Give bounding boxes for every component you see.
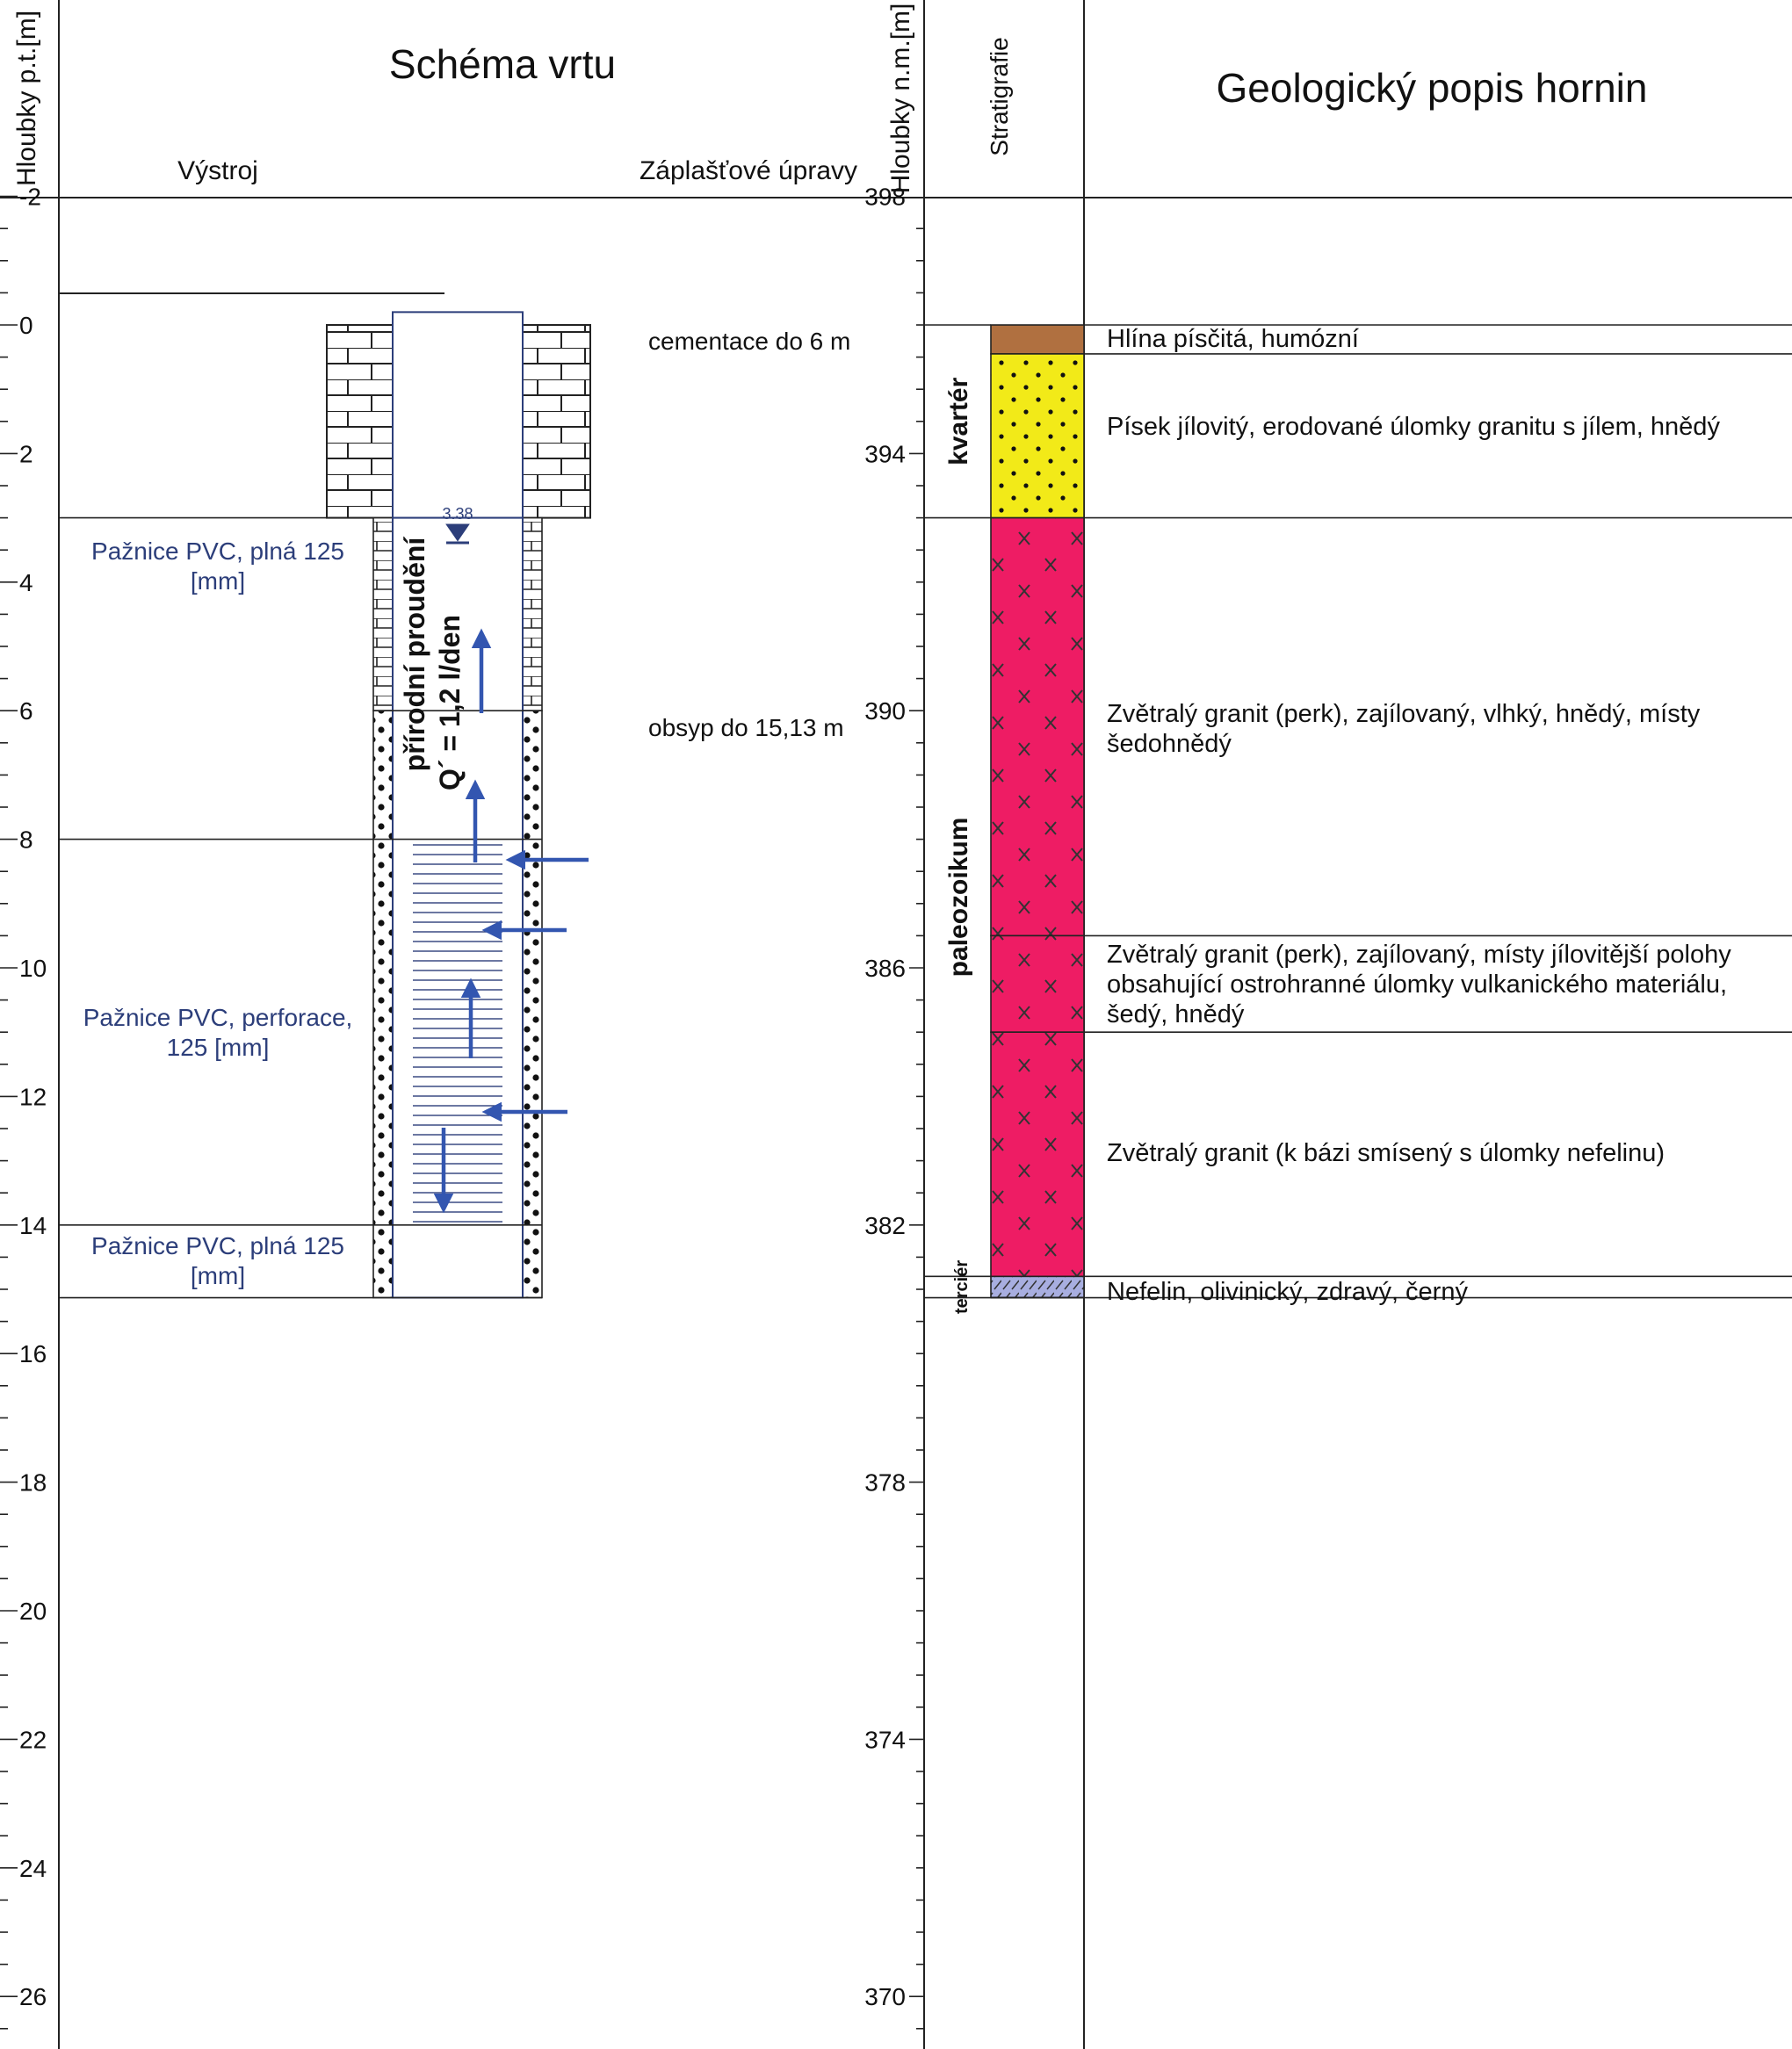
lithology-layer <box>990 324 1085 355</box>
well-scheme <box>59 311 591 1299</box>
cementation-note: cementace do 6 m <box>648 328 850 355</box>
casing-2-line1: Pažnice PVC, perforace, <box>83 1004 353 1031</box>
depth-tick-label: 4 <box>19 569 33 596</box>
depth-tick-label: 12 <box>19 1083 47 1110</box>
depth-tick-label: 18 <box>19 1469 47 1497</box>
casing-2-line2: 125 [mm] <box>167 1034 270 1061</box>
altitude-tick-label: 378 <box>864 1469 906 1497</box>
depth-tick-label: 8 <box>19 826 33 854</box>
altitude-tick-label: 390 <box>864 697 906 725</box>
altitude-axis: 398 394 390 386 382 378 374 370 <box>864 184 924 2030</box>
casing-label-1: Pažnice PVC, plná 125 [mm] <box>91 538 344 595</box>
stratigraphy-unit-label: paleozoikum <box>944 818 973 978</box>
stratigraphy-unit-label: terciér <box>952 1260 972 1314</box>
depth-tick-label: 22 <box>19 1726 47 1753</box>
casing-1-line2: [mm] <box>191 567 245 595</box>
description-entry: Nefelin, olivinický, zdravý, černý <box>1107 1278 1468 1306</box>
lithology-layer <box>990 353 1085 519</box>
description-title: Geologický popis hornin <box>1217 65 1648 111</box>
depth-tick-label: 6 <box>19 697 33 725</box>
depth-tick-label: 20 <box>19 1598 47 1625</box>
lithology-layer <box>990 934 1085 1034</box>
altitude-tick-label: 394 <box>864 440 906 467</box>
description-line: Hlína písčitá, humózní <box>1107 325 1359 353</box>
casing-3-line2: [mm] <box>191 1262 245 1289</box>
flow-label-line2: Q´ = 1,2 l/den <box>434 615 466 790</box>
gravel-pack-left <box>372 710 394 1299</box>
casing-3-line1: Pažnice PVC, plná 125 <box>91 1232 344 1259</box>
description-entry: Zvětralý granit (k bázi smísený s úlomky… <box>1107 1139 1665 1167</box>
stratigraphy-unit-label: kvartér <box>944 377 973 465</box>
depth-tick-label: 14 <box>19 1212 47 1239</box>
altitude-tick-label: 374 <box>864 1726 906 1753</box>
protective-casing <box>392 311 524 519</box>
depth-tick-label: 26 <box>19 1983 47 2010</box>
depth-tick-label: 16 <box>19 1340 47 1367</box>
description-line: Písek jílovitý, erodované úlomky granitu… <box>1107 413 1720 441</box>
water-level-triangle-icon <box>445 523 470 545</box>
altitude-tick-label: 382 <box>864 1212 906 1239</box>
perforated-screen <box>413 839 502 1225</box>
depth-tick-label: 24 <box>19 1855 47 1882</box>
description-line: šedý, hnědý <box>1107 1000 1245 1028</box>
lithology-layer <box>990 1031 1085 1278</box>
description-entry: Hlína písčitá, humózní <box>1107 325 1359 353</box>
description-line: šedohnědý <box>1107 730 1232 758</box>
description-line: Zvětralý granit (perk), zajílovaný, vlhk… <box>1107 700 1701 728</box>
depth-axis-title: Hloubky p.t.[m] <box>12 11 41 186</box>
altitude-tick-label: 370 <box>864 1983 906 2010</box>
lithology-column <box>990 324 1085 1299</box>
description-line: Zvětralý granit (perk), zajílovaný, míst… <box>1107 941 1731 969</box>
description-line: obsahující ostrohranné úlomky vulkanické… <box>1107 970 1727 999</box>
cement-annulus-right <box>522 516 543 711</box>
flow-label-line1: přírodní proudění <box>399 537 430 772</box>
sealing-label: Záplašťové úpravy <box>639 156 857 185</box>
natural-flow-label: přírodní proudění Q´ = 1,2 l/den <box>399 537 466 790</box>
scheme-title: Schéma vrtu <box>389 41 616 87</box>
lithology-layer <box>990 1275 1085 1299</box>
altitude-tick-label: 386 <box>864 955 906 982</box>
description-entry: Písek jílovitý, erodované úlomky granitu… <box>1107 413 1720 441</box>
depth-tick-label: -2 <box>19 184 41 211</box>
casing-1-line1: Pažnice PVC, plná 125 <box>91 538 344 565</box>
description-entry: Zvětralý granit (perk), zajílovaný, míst… <box>1107 941 1731 1028</box>
description-entry: Zvětralý granit (perk), zajílovaný, vlhk… <box>1107 700 1701 758</box>
description-line: Zvětralý granit (k bázi smísený s úlomky… <box>1107 1139 1665 1167</box>
depth-tick-label: 2 <box>19 440 33 467</box>
depth-tick-label: 10 <box>19 955 47 982</box>
casing-label-3: Pažnice PVC, plná 125 [mm] <box>91 1232 344 1289</box>
altitude-axis-title: Hloubky n.m.[m] <box>886 4 915 194</box>
water-level-marker: 3.38 <box>442 505 473 545</box>
water-level-value: 3.38 <box>442 505 473 523</box>
lithology-layer <box>990 516 1085 937</box>
gravel-note: obsyp do 15,13 m <box>648 714 844 741</box>
cement-annulus-left <box>372 516 394 711</box>
casing-label-2: Pažnice PVC, perforace, 125 [mm] <box>83 1004 353 1061</box>
equipment-label: Výstroj <box>177 156 258 185</box>
depth-tick-label: 0 <box>19 312 33 339</box>
description-line: Nefelin, olivinický, zdravý, černý <box>1107 1278 1468 1306</box>
stratigraphy-column: kvartér paleozoikum terciér <box>924 324 991 1314</box>
gravel-pack-right <box>522 710 543 1299</box>
stratigraphy-label: Stratigrafie <box>986 37 1013 155</box>
altitude-tick-label: 398 <box>864 184 906 211</box>
